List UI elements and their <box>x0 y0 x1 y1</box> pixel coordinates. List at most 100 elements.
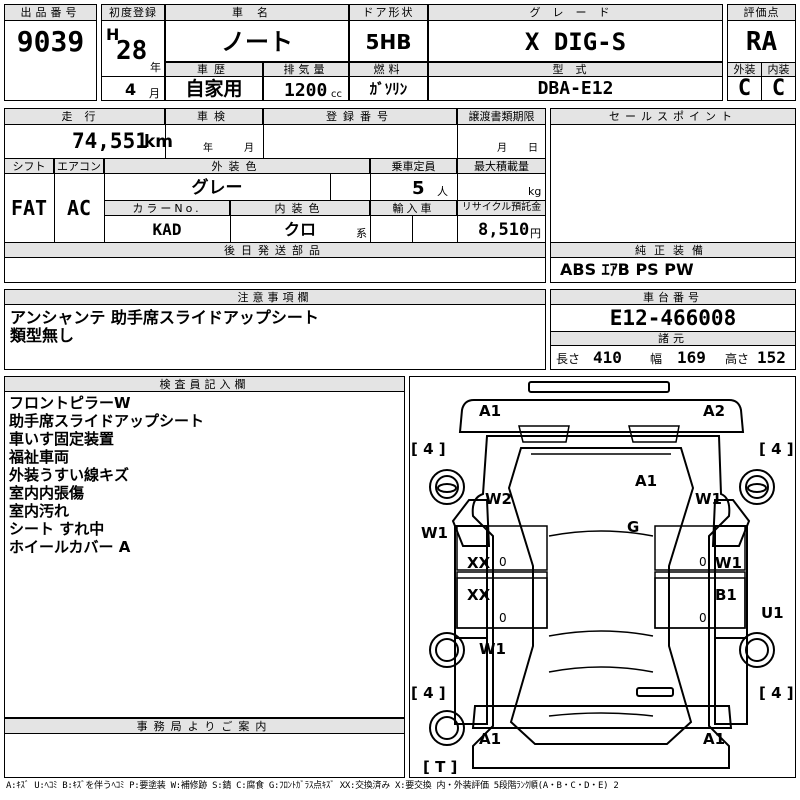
fuel-label: 燃料 <box>349 62 428 77</box>
rear-bumper <box>471 705 733 729</box>
legend-text: A:ｷｽﾞ U:ﾍｺﾐ B:ｷｽﾞを伴うﾍｺﾐ P:要塗装 W:補修跡 S:錆 … <box>6 781 619 791</box>
inspector-note: 室内内張傷 <box>9 484 85 502</box>
aircon-value: AC <box>66 196 92 220</box>
door-value: 5HB <box>365 30 412 54</box>
door-label: ドア形状 <box>349 4 428 21</box>
capacity-value: 5 <box>412 178 425 199</box>
capacity-label: 乗車定員 <box>370 158 457 174</box>
displacement-label: 排気量 <box>263 62 349 77</box>
score-exterior: C <box>737 76 752 101</box>
wheel-front-right <box>739 469 775 505</box>
displacement-unit: cc <box>331 89 342 100</box>
headlight-right <box>628 425 680 443</box>
first-reg-month: 4 <box>125 80 137 99</box>
reg-no-label: 登録番号 <box>263 108 457 125</box>
inspector-note: 室内汚れ <box>9 502 70 520</box>
wheel-front-left-inner <box>435 475 459 499</box>
front-bumper-top <box>528 381 670 393</box>
max-load-unit: kg <box>528 185 542 198</box>
front-bumper <box>458 399 745 433</box>
wheel-rear-right-inner <box>745 638 769 662</box>
spare-wheel <box>429 710 465 746</box>
aircon-label: エアコン <box>54 158 104 174</box>
right-front-fender <box>711 499 751 547</box>
right-rear-window <box>654 577 746 629</box>
grade-label: グレード <box>428 4 723 21</box>
first-reg-label: 初度登録 <box>101 4 165 21</box>
right-front-window <box>654 525 746 571</box>
right-mirror <box>747 483 767 493</box>
gauge-right-front: 0 <box>699 555 707 569</box>
inspector-note: 福祉車両 <box>9 448 70 466</box>
license-plate <box>636 687 674 697</box>
dims-height-label: 高さ <box>725 352 750 366</box>
gauge-left-front: 0 <box>499 555 507 569</box>
mark-tire-fl: [ 4 ] <box>411 440 446 458</box>
equipment-value: ABS ｴｱB PS PW <box>560 260 694 279</box>
shift-value: FAT <box>10 196 48 220</box>
dims-label: 諸元 <box>550 331 796 346</box>
mark-right-front-fender: W1 <box>695 490 722 508</box>
inspector-note: フロントピラーW <box>9 394 131 412</box>
fuel-value: ｶﾞｿﾘﾝ <box>369 79 408 98</box>
gauge-right-rear: 0 <box>699 611 707 625</box>
dims-length-label: 長さ <box>556 352 581 366</box>
inspector-note: ホイールカバー A <box>9 538 131 556</box>
caution-line: 類型無し <box>10 326 75 345</box>
divider <box>263 108 264 158</box>
divider <box>412 216 413 242</box>
history-value: 自家用 <box>185 77 243 100</box>
mark-left-front-fender: W2 <box>485 490 512 508</box>
mark-front-bumper-left: A1 <box>479 402 501 420</box>
divider <box>54 158 55 242</box>
mark-left-pillar: W1 <box>421 524 448 542</box>
car-name-value: ノート <box>221 28 293 56</box>
tailgate-line <box>548 712 654 717</box>
grade-value: X DIG-S <box>524 28 627 56</box>
inspector-label: 検査員記入欄 <box>4 376 405 392</box>
capacity-unit: 人 <box>437 185 448 198</box>
inspection-label: 車検 <box>165 108 263 125</box>
model-value: DBA-E12 <box>537 78 614 99</box>
score-interior: C <box>771 76 786 101</box>
mark-rear-bumper-right: A1 <box>703 730 725 748</box>
mark-tire-rl: [ 4 ] <box>411 684 446 702</box>
left-front-door <box>454 525 488 639</box>
dims-height: 152 <box>757 348 786 367</box>
wheel-front-right-inner <box>745 475 769 499</box>
mileage-label: 走行 <box>4 108 165 125</box>
mark-trunk: [ T ] <box>423 758 457 776</box>
recycle-value: 8,510 <box>478 220 530 240</box>
divider <box>165 108 166 158</box>
mark-hood: A1 <box>635 472 657 490</box>
left-mirror <box>437 483 457 493</box>
first-reg-month-unit: 月 <box>149 87 160 100</box>
chassis-value: E12-466008 <box>609 305 737 330</box>
mark-tire-fr: [ 4 ] <box>759 440 794 458</box>
int-color-value: クロ <box>283 220 316 239</box>
inspector-note: シート すれ中 <box>9 520 105 538</box>
gauge-left-rear: 0 <box>499 611 507 625</box>
mark-rear-bumper-left: A1 <box>479 730 501 748</box>
model-label: 型式 <box>428 62 723 77</box>
mark-left-quarter: W1 <box>479 640 506 658</box>
wheel-front-left <box>429 469 465 505</box>
mileage-value: 74,551 <box>72 129 148 153</box>
spare-wheel-inner <box>435 716 459 740</box>
inspector-note: 車いす固定装置 <box>9 430 115 448</box>
divider <box>761 62 762 101</box>
wheel-rear-left-inner <box>435 638 459 662</box>
divider <box>330 174 331 200</box>
left-rear-door <box>454 637 488 725</box>
dims-width: 169 <box>677 348 706 367</box>
car-condition-diagram: A1 A2 [ 4 ] [ 4 ] A1 W2 W1 G W1 XX W1 XX… <box>411 381 794 776</box>
transfer-month-unit: 月 <box>497 143 507 154</box>
score-value: RA <box>745 27 778 57</box>
office-label: 事務局よりご案内 <box>4 718 405 734</box>
import-label: 輸入車 <box>370 200 457 216</box>
right-rear-door <box>714 637 748 725</box>
max-load-label: 最大積載量 <box>457 158 546 174</box>
int-color-suffix: 系 <box>356 227 367 240</box>
rear-window-line <box>548 666 654 673</box>
lot-number: 9039 <box>16 25 85 58</box>
